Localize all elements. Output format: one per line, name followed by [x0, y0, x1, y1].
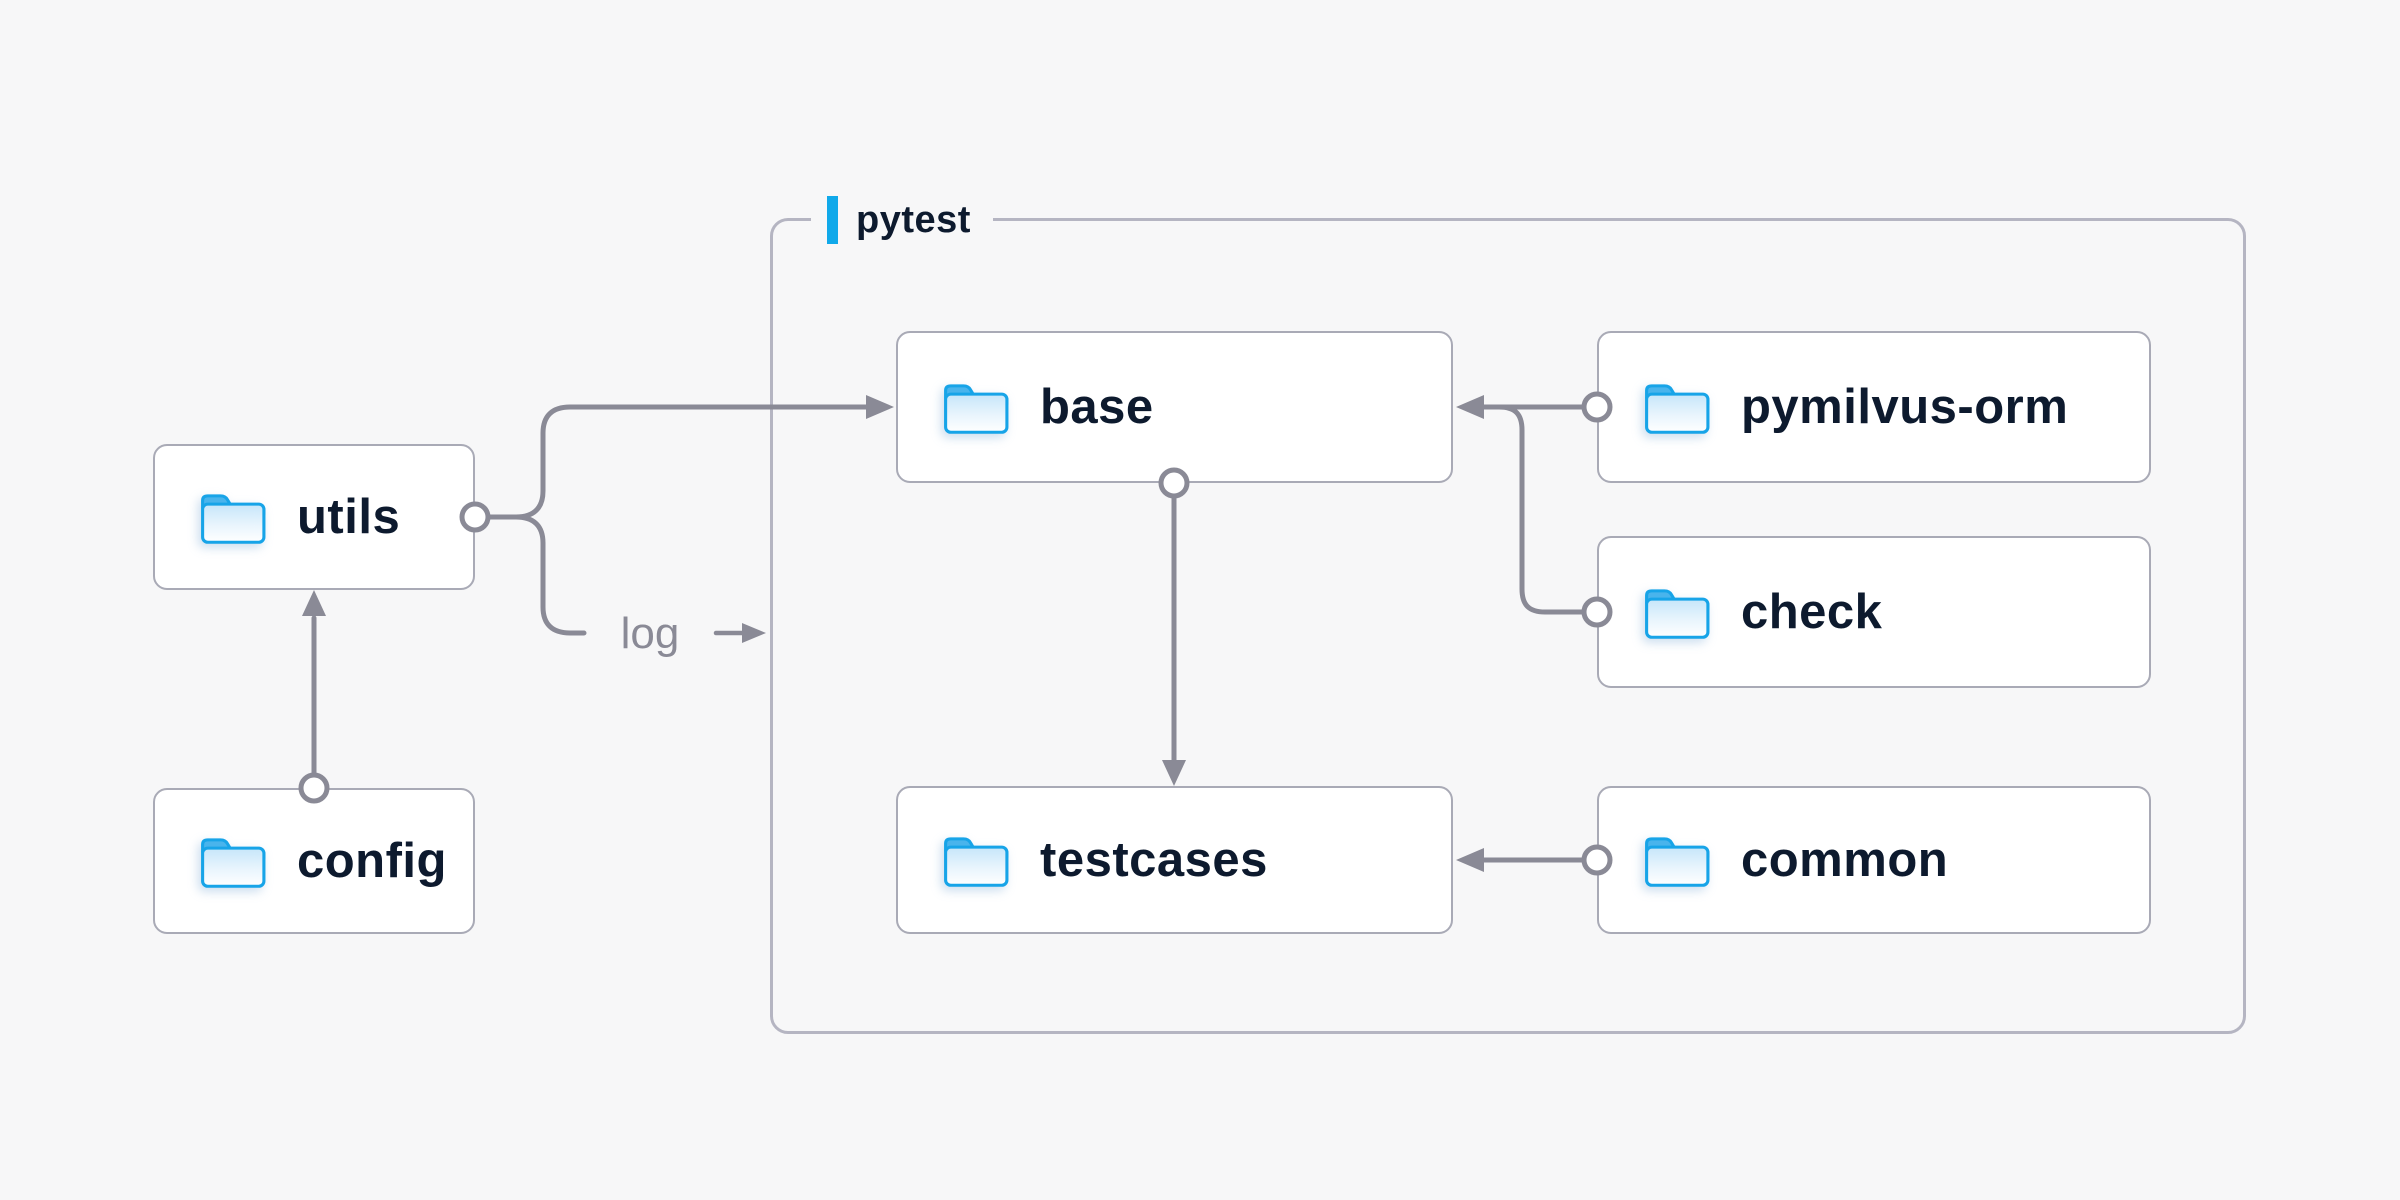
node-label: utils [297, 489, 401, 544]
folder-icon [201, 494, 266, 544]
node-label: common [1741, 832, 1949, 887]
folder-icon [1645, 837, 1710, 887]
pytest-group-container: pytest [770, 193, 2246, 1034]
node-testcases: testcases [896, 786, 1453, 934]
pytest-label-text: pytest [856, 199, 971, 241]
folder-icon [1645, 384, 1710, 434]
node-label: pymilvus-orm [1741, 379, 2069, 434]
node-label: check [1741, 584, 1883, 639]
node-config: config [153, 788, 475, 934]
pytest-label-accent-bar [827, 196, 838, 244]
node-base: base [896, 331, 1453, 483]
node-label: testcases [1040, 832, 1268, 887]
log-edge-label: log [620, 609, 680, 658]
node-check: check [1597, 536, 2151, 688]
pytest-group-label: pytest [811, 193, 993, 247]
node-utils: utils [153, 444, 475, 590]
node-pymilvus-orm: pymilvus-orm [1597, 331, 2151, 483]
arrowhead-right-small [742, 623, 766, 643]
node-label: config [297, 833, 447, 888]
arrowhead-up [302, 590, 326, 616]
node-common: common [1597, 786, 2151, 934]
folder-icon [201, 838, 266, 888]
folder-icon [944, 837, 1009, 887]
edge-config-utils [298, 590, 330, 804]
folder-icon [1645, 589, 1710, 639]
node-label: base [1040, 379, 1154, 434]
folder-icon [944, 384, 1009, 434]
